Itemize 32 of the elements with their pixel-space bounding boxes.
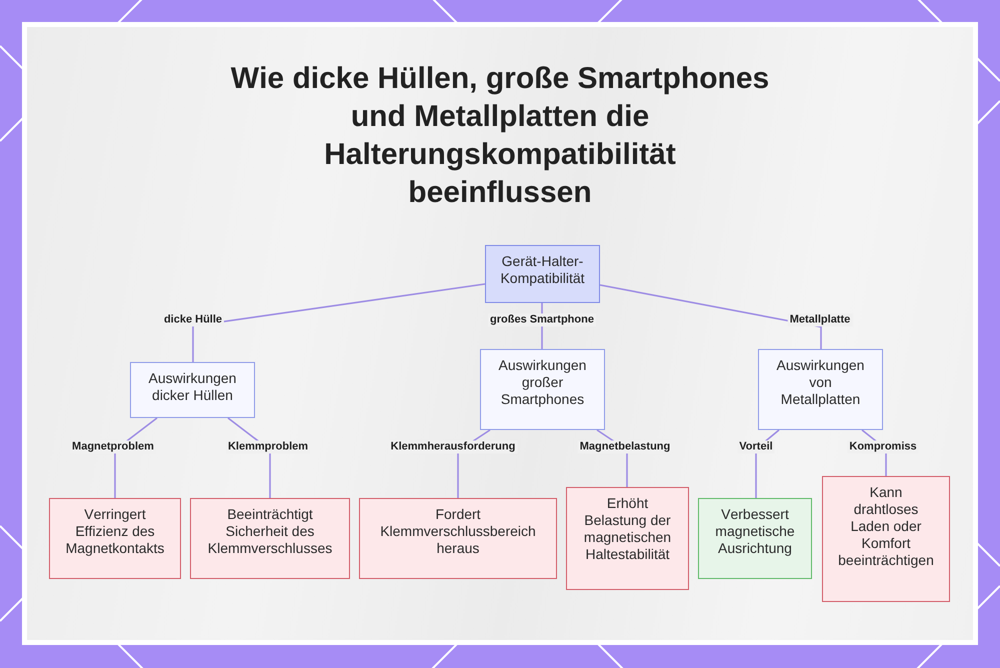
edge-label: Klemmherausforderung [388, 440, 518, 454]
effect-box [359, 498, 557, 579]
edge-label: großes Smartphone [488, 314, 596, 326]
effect-box [566, 487, 689, 590]
box-text: Beeinträchtigt Sicherheit des Klemmverschlusses [206, 506, 334, 557]
box-text: Verbessert magnetische Ausrichtung [714, 506, 796, 557]
effect-box [49, 498, 181, 579]
edge-label: Metallplatte [788, 314, 852, 326]
edge-label: dicke Hülle [162, 314, 224, 326]
edge-label: Vorteil [737, 440, 775, 454]
category-box [480, 349, 605, 430]
edge-label: Magnetbelastung [578, 440, 672, 454]
box-text: Gerät-Halter-Kompatibilität [499, 253, 586, 287]
box-text: Auswirkungen von Metallplatten [776, 357, 866, 408]
edge-label: Magnetproblem [70, 440, 156, 454]
edge-label: Klemmproblem [226, 440, 310, 454]
box-text: Auswirkungen großer Smartphones [498, 357, 588, 408]
effect-box [822, 476, 950, 602]
box-text: Fordert Klemmverschlussbereich heraus [379, 506, 537, 557]
diagram-title: Wie dicke Hüllen, große Smartphones und Metallplatten die Halterungskompatibilität beeinflussen [230, 61, 770, 211]
root-box [485, 245, 600, 303]
box-text: Kann drahtloses Laden oder Komfort beeinträchtigen [837, 484, 935, 569]
connector-line [600, 284, 822, 349]
category-box [130, 362, 255, 418]
connector-line [192, 283, 486, 362]
effect-box [190, 498, 350, 579]
box-text: Auswirkungen dicker Hüllen [148, 370, 238, 404]
box-text: Verringert Effizienz des Magnetkontakts [64, 506, 166, 557]
box-text: Erhöht Belastung der magnetischen Haltestabilität [582, 495, 672, 563]
category-box [758, 349, 883, 430]
effect-box [698, 498, 812, 579]
edge-label: Kompromiss [847, 440, 919, 454]
